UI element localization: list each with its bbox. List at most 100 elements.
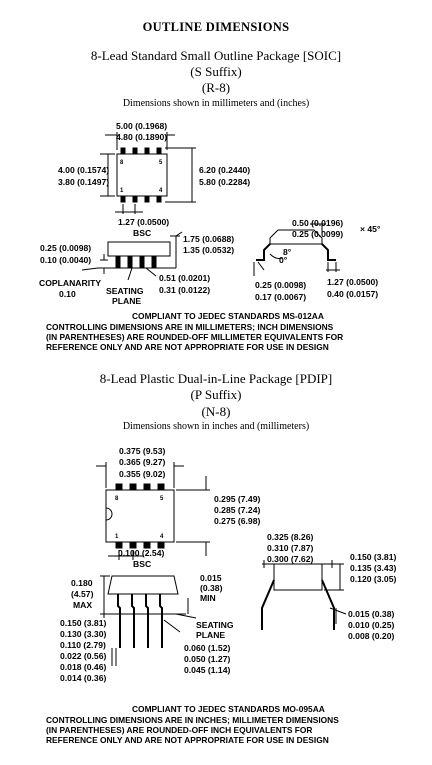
- soic-lt-min: 0.17 (0.0067): [255, 292, 306, 302]
- pdip-ht-min: 0.120 (3.05): [350, 574, 396, 584]
- pdip-lt-min: 0.008 (0.20): [348, 631, 394, 641]
- soic-heading: 8-Lead Standard Small Outline Package [S…: [90, 48, 342, 63]
- pdip-body-top: [105, 489, 175, 543]
- soic-coplanarity: COPLANARITY: [39, 278, 101, 288]
- pdip-lead-min: 0.014 (0.36): [60, 673, 106, 683]
- soic-ht-min: 1.35 (0.0532): [183, 245, 234, 255]
- pdip-lt-max: 0.015 (0.38): [348, 609, 394, 619]
- soic-side-view: [81, 231, 183, 281]
- pdip-shoulder-nom: 0.050 (1.27): [184, 654, 230, 664]
- soic-pin5: 5: [159, 160, 163, 166]
- soic-ow-min: 5.80 (0.2284): [199, 177, 250, 187]
- soic-pin1: 1: [120, 188, 124, 194]
- soic-pin4: 4: [159, 188, 163, 194]
- pdip-note1: CONTROLLING DIMENSIONS ARE IN INCHES; MI…: [46, 715, 339, 725]
- pdip-pin5: 5: [160, 496, 164, 502]
- pdip-tip-max: 0.150 (3.81): [60, 618, 106, 628]
- soic-ang-min: 0°: [279, 255, 288, 265]
- pdip-body-side: [107, 575, 179, 595]
- soic-body-top: [116, 153, 168, 197]
- soic-ang-max: 8°: [283, 247, 292, 257]
- soic-pin8: 8: [120, 160, 124, 166]
- pdip-h3: MAX: [73, 600, 92, 610]
- pdip-note3: REFERENCE ONLY AND ARE NOT APPROPRIATE F…: [46, 735, 329, 745]
- soic-st-max: 0.25 (0.0098): [40, 243, 91, 253]
- soic-lead-w-max: 0.51 (0.0201): [159, 273, 210, 283]
- soic-code: (R-8): [201, 80, 231, 95]
- soic-pitch: 1.27 (0.0500): [118, 217, 169, 227]
- pdip-ht-max: 0.150 (3.81): [350, 552, 396, 562]
- soic-top-view: [100, 132, 196, 214]
- soic-foot-min: 0.40 (0.0157): [327, 289, 378, 299]
- pdip-len-max: 0.375 (9.53): [119, 446, 165, 456]
- pdip-w-max: 0.295 (7.49): [214, 494, 260, 504]
- pdip-min-word: MIN: [200, 593, 216, 603]
- soic-ht-max: 1.75 (0.0688): [183, 234, 234, 244]
- pdip-body-end: [273, 563, 323, 591]
- pdip-bsc: BSC: [133, 559, 151, 569]
- soic-foot-max: 1.27 (0.0500): [327, 277, 378, 287]
- soic-body-side: [107, 241, 171, 257]
- pdip-ht-nom: 0.135 (3.43): [350, 563, 396, 573]
- soic-diagram: 5.00 (0.1968) 4.80 (0.1890) 4.00 (0.1574…: [39, 121, 381, 306]
- pdip-lt-nom: 0.010 (0.25): [348, 620, 394, 630]
- pdip-w-min: 0.275 (6.98): [214, 516, 260, 526]
- pdip-note2: (IN PARENTHESES) ARE ROUNDED-OFF INCH EQ…: [46, 725, 313, 735]
- soic-lead-w-min: 0.31 (0.0122): [159, 285, 210, 295]
- pdip-end-view: [261, 560, 347, 630]
- soic-bsc: BSC: [133, 228, 151, 238]
- pdip-suffix: (P Suffix): [190, 387, 242, 402]
- pdip-min-off: 0.015: [200, 573, 222, 583]
- pdip-h2: (4.57): [71, 589, 94, 599]
- pdip-shoulder-min: 0.045 (1.14): [184, 665, 230, 675]
- soic-note2: (IN PARENTHESES) ARE ROUNDED-OFF MILLIME…: [46, 332, 344, 342]
- pdip-side-view: [100, 575, 197, 666]
- pdip-pin1: 1: [115, 534, 119, 540]
- soic-seating2: PLANE: [112, 296, 141, 306]
- pdip-top-view: [96, 462, 210, 560]
- soic-coplanarity-val: 0.10: [59, 289, 76, 299]
- pdip-tip-min: 0.110 (2.79): [60, 640, 106, 650]
- pdip-row-nom: 0.310 (7.87): [267, 543, 313, 553]
- soic-compliance: COMPLIANT TO JEDEC STANDARDS MS-012AA: [132, 311, 324, 321]
- soic-len-max: 5.00 (0.1968): [116, 121, 167, 131]
- pdip-seating2: PLANE: [196, 630, 225, 640]
- pdip-row-min: 0.300 (7.62): [267, 554, 313, 564]
- pdip-shoulder-max: 0.060 (1.52): [184, 643, 230, 653]
- soic-note3: REFERENCE ONLY AND ARE NOT APPROPRIATE F…: [46, 342, 329, 352]
- soic-chamf-angle: × 45°: [360, 224, 381, 234]
- soic-ow-max: 6.20 (0.2440): [199, 165, 250, 175]
- soic-st-min: 0.10 (0.0040): [40, 255, 91, 265]
- soic-end-view: [253, 223, 340, 276]
- pdip-units-note: Dimensions shown in inches and (millimet…: [122, 421, 310, 432]
- soic-len-min: 4.80 (0.1890): [116, 132, 167, 142]
- pdip-code: (N-8): [201, 404, 231, 419]
- pdip-pin8: 8: [115, 496, 119, 502]
- soic-chamf-max: 0.50 (0.0196): [292, 218, 343, 228]
- soic-chamf-min: 0.25 (0.0099): [292, 229, 343, 239]
- pdip-heading: 8-Lead Plastic Dual-in-Line Package [PDI…: [99, 371, 333, 386]
- soic-units-note: Dimensions shown in millimeters and (inc…: [122, 98, 310, 109]
- pdip-diagram: 0.375 (9.53) 0.365 (9.27) 0.355 (9.02) 0…: [60, 446, 396, 683]
- soic-seating1: SEATING: [106, 286, 144, 296]
- pdip-lead-max: 0.022 (0.56): [60, 651, 106, 661]
- pdip-seating1: SEATING: [196, 620, 234, 630]
- page-title: OUTLINE DIMENSIONS: [142, 20, 290, 34]
- pdip-len-nom: 0.365 (9.27): [119, 457, 165, 467]
- pdip-compliance: COMPLIANT TO JEDEC STANDARDS MO-095AA: [132, 704, 325, 714]
- pdip-h1: 0.180: [71, 578, 93, 588]
- pdip-len-min: 0.355 (9.02): [119, 469, 165, 479]
- pdip-w-nom: 0.285 (7.24): [214, 505, 260, 515]
- soic-lt-max: 0.25 (0.0098): [255, 280, 306, 290]
- pdip-min-off-mm: (0.38): [200, 583, 223, 593]
- soic-w-min: 3.80 (0.1497): [58, 177, 109, 187]
- pdip-row-max: 0.325 (8.26): [267, 532, 313, 542]
- pdip-tip-nom: 0.130 (3.30): [60, 629, 106, 639]
- pdip-pin4: 4: [160, 534, 164, 540]
- pdip-lead-nom: 0.018 (0.46): [60, 662, 106, 672]
- pdip-pitch: 0.100 (2.54): [118, 548, 164, 558]
- soic-w-max: 4.00 (0.1574): [58, 165, 109, 175]
- pdip-notch: [105, 507, 113, 521]
- soic-note1: CONTROLLING DIMENSIONS ARE IN MILLIMETER…: [46, 322, 334, 332]
- soic-suffix: (S Suffix): [190, 64, 242, 79]
